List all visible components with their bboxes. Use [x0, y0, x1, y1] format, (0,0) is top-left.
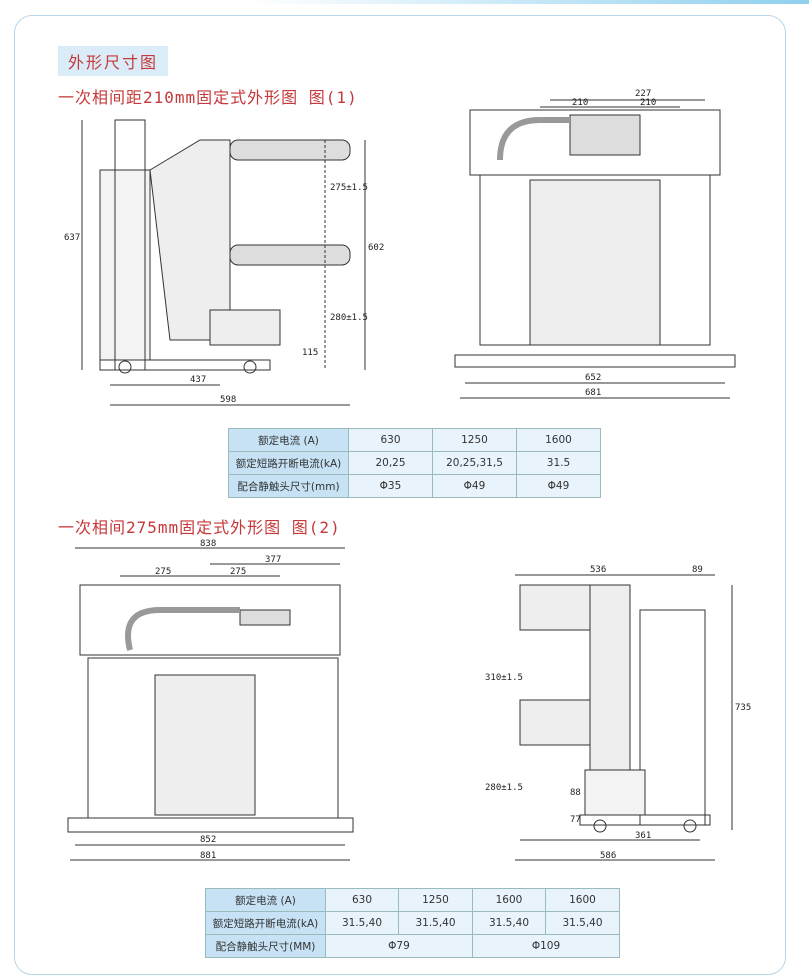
cell: Φ49	[516, 474, 601, 498]
figure1-title: 一次相间距210mm固定式外形图 图(1)	[58, 88, 358, 107]
cell: 20,25,31,5	[432, 451, 517, 475]
cell: 31.5,40	[325, 911, 399, 935]
dim-852: 852	[200, 835, 216, 845]
figure2-side-drawing: 536 89 310±1.5 280±1.5 735 88 77 361 586	[485, 565, 751, 861]
dim-89: 89	[692, 565, 703, 575]
cell: 1250	[398, 888, 473, 912]
cell: 额定短路开断电流(kA)	[228, 451, 349, 475]
cell: 1250	[432, 428, 517, 452]
dim-602: 602	[368, 243, 384, 253]
dim-637: 637	[64, 233, 80, 243]
figure2-title: 一次相间275mm固定式外形图 图(2)	[58, 518, 341, 537]
dim-280: 280±1.5	[330, 313, 368, 323]
dim-652: 652	[585, 373, 601, 383]
cell: 额定电流 (A)	[205, 888, 326, 912]
cell: 额定短路开断电流(kA)	[205, 911, 326, 935]
cell: 额定电流 (A)	[228, 428, 349, 452]
dim-77: 77	[570, 815, 581, 825]
cell: Φ35	[348, 474, 433, 498]
cell: 1600	[545, 888, 620, 912]
cell: 31.5	[516, 451, 601, 475]
dim-838: 838	[200, 539, 216, 549]
dim-681: 681	[585, 388, 601, 398]
figure1-front-drawing: 227 210 210 652 681	[454, 89, 736, 399]
dim-361: 361	[635, 831, 651, 841]
dim-275: 275±1.5	[330, 183, 368, 193]
cell: 630	[325, 888, 399, 912]
dim-227: 227	[635, 89, 651, 99]
top-accent-bar	[249, 0, 809, 4]
cell: 配合静触头尺寸(MM)	[205, 934, 326, 958]
dim-275-a: 275	[155, 567, 171, 577]
figure1-side-drawing: 637 275±1.5 280±1.5 602 115 437 598	[64, 119, 384, 406]
dim-115: 115	[302, 348, 318, 358]
dim-598: 598	[220, 395, 236, 405]
cell: 20,25	[348, 451, 433, 475]
dim-536: 536	[590, 565, 606, 575]
dim-280: 280±1.5	[485, 783, 523, 793]
cell: 配合静触头尺寸(mm)	[228, 474, 349, 498]
figure2-front-drawing: 838 377 275 275 852 881	[67, 539, 354, 861]
cell: 31.5,40	[472, 911, 546, 935]
cell: Φ109	[472, 934, 620, 958]
cell: 31.5,40	[398, 911, 473, 935]
dim-210-b: 210	[640, 98, 656, 108]
dim-310: 310±1.5	[485, 673, 523, 683]
section-title: 外形尺寸图	[58, 46, 169, 76]
dim-735: 735	[735, 703, 751, 713]
dim-210-a: 210	[572, 98, 588, 108]
dim-275-b: 275	[230, 567, 246, 577]
dim-586: 586	[600, 851, 616, 861]
cell: Φ79	[325, 934, 473, 958]
dim-437: 437	[190, 375, 206, 385]
cell: 1600	[472, 888, 546, 912]
cell: 1600	[516, 428, 601, 452]
dim-377: 377	[265, 555, 281, 565]
cell: Φ49	[432, 474, 517, 498]
cell: 31.5,40	[545, 911, 620, 935]
dim-88: 88	[570, 788, 581, 798]
dim-881: 881	[200, 851, 216, 861]
cell: 630	[348, 428, 433, 452]
